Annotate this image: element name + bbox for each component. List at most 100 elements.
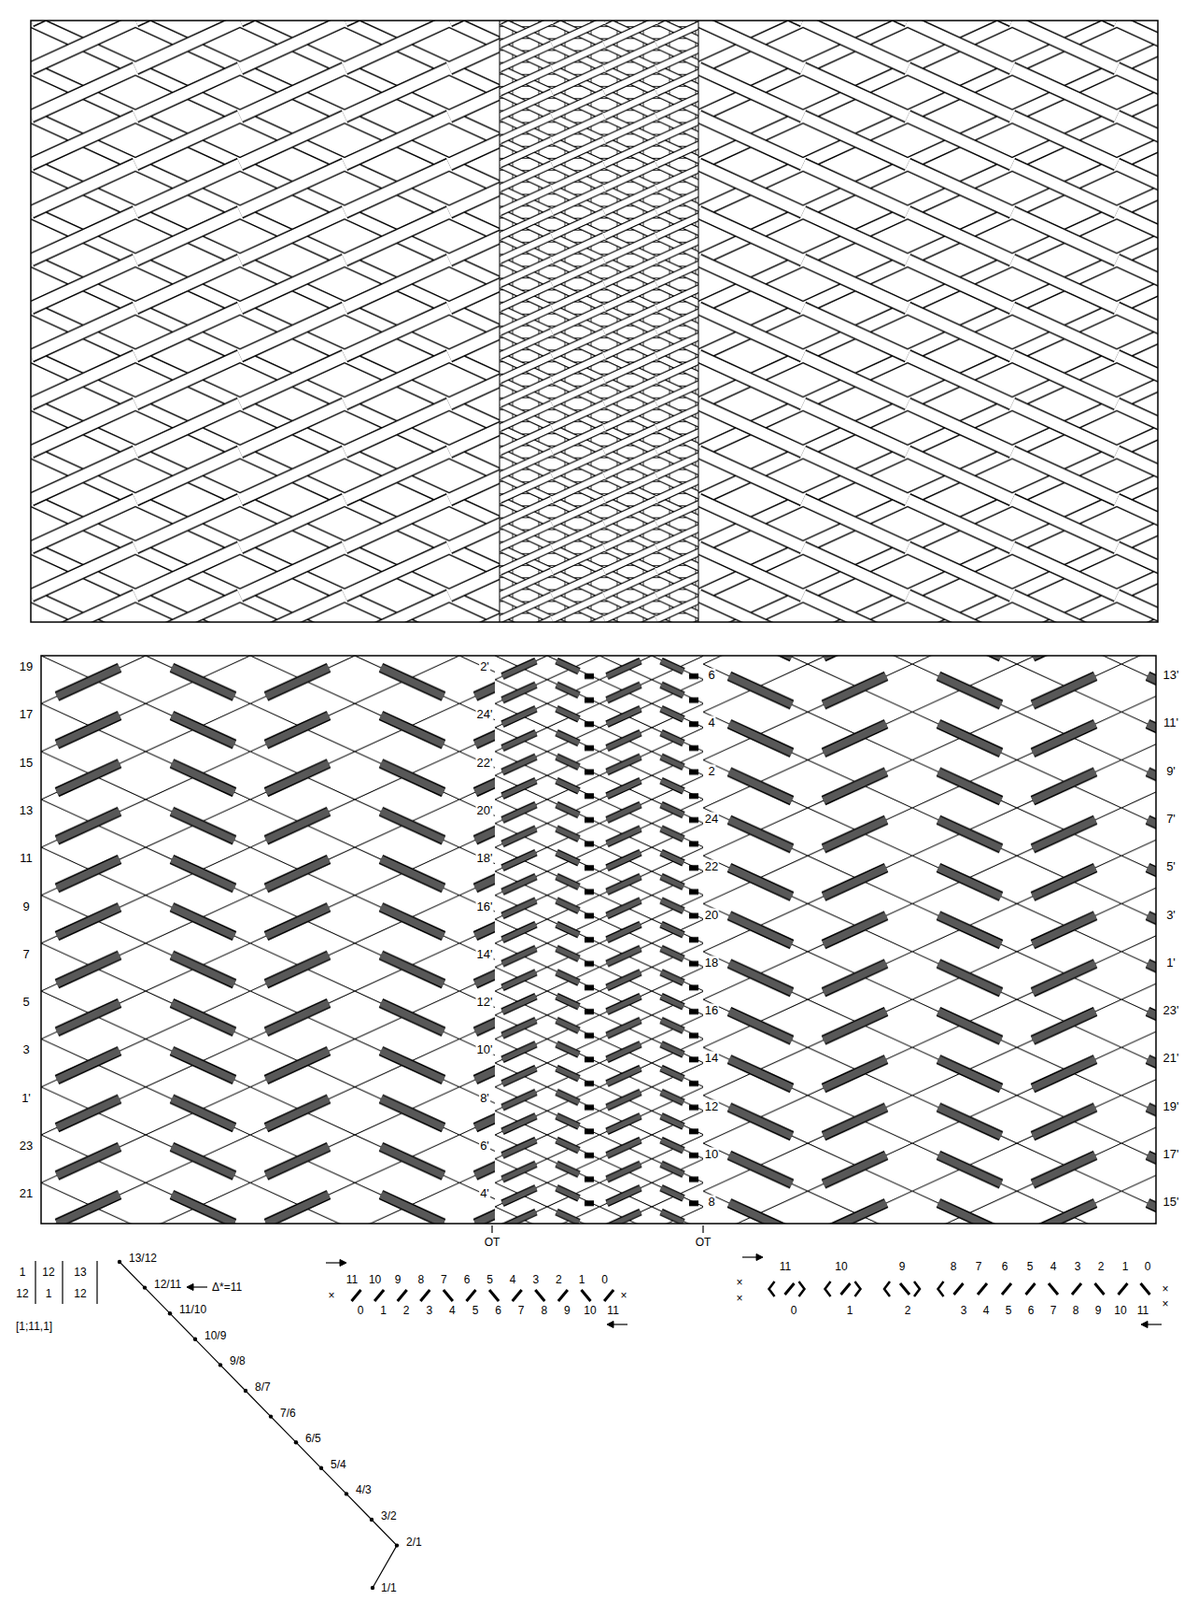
tick-mark	[492, 1225, 704, 1233]
strand-number: 13'	[1162, 668, 1181, 681]
strand-number: 2'	[479, 660, 491, 673]
ratio-dot	[168, 1310, 172, 1315]
interlace-mark	[1048, 1282, 1058, 1295]
ratio-line	[119, 1261, 397, 1588]
interlace-mark	[604, 1289, 614, 1301]
cross-mark: ×	[619, 1289, 628, 1301]
lattice-center	[494, 655, 704, 1224]
top-weave-panel	[30, 20, 1158, 622]
interlace-mark	[443, 1289, 453, 1301]
shed-number: 0	[600, 1273, 609, 1285]
strand-number: 8'	[479, 1090, 491, 1103]
strand-number: 13	[18, 803, 34, 816]
notation	[35, 1254, 1162, 1328]
fraction-cell: 12	[72, 1287, 87, 1299]
shed-number: 6	[463, 1273, 472, 1285]
strand-number: 17'	[1162, 1147, 1181, 1160]
shed-number: 8	[416, 1273, 425, 1285]
shed-number: 11	[1136, 1304, 1150, 1316]
strand-number: 9'	[1165, 763, 1177, 776]
strand-number: 11	[18, 851, 34, 864]
fraction-bar	[35, 1260, 98, 1304]
shed-number: 3	[959, 1304, 969, 1316]
strand-number: 4'	[479, 1186, 491, 1199]
bracket-mark	[799, 1281, 805, 1297]
ratio-dot	[268, 1413, 273, 1418]
axis-mark: OT	[694, 1236, 713, 1248]
axis-mark: OT	[483, 1236, 502, 1248]
ratio-dot	[218, 1362, 223, 1367]
interlace-mark	[489, 1289, 499, 1301]
strand-number: 3	[21, 1043, 30, 1056]
strand-number: 3'	[1165, 907, 1177, 920]
ratio-label: 7/6	[279, 1407, 297, 1419]
strand-number: 22	[704, 859, 719, 873]
strand-number: 8	[706, 1195, 716, 1208]
strand-number: 21	[18, 1186, 34, 1199]
interlace-mark	[1095, 1282, 1105, 1295]
strand-number: 24'	[476, 707, 494, 720]
shed-number: 10	[367, 1273, 382, 1285]
ratio-dot	[117, 1259, 122, 1264]
shed-number: 7	[517, 1304, 526, 1316]
ratio-label: 3/2	[380, 1509, 398, 1522]
strand-number: 12'	[476, 995, 494, 1008]
strand-number: 18	[704, 955, 719, 968]
shed-number: 9	[1094, 1304, 1103, 1316]
ratio-label: 13/12	[127, 1252, 158, 1264]
strand-number: 17	[18, 707, 34, 720]
fraction-cell: 1	[18, 1266, 28, 1278]
shed-number: 6	[1000, 1260, 1010, 1272]
shed-number: 8	[539, 1304, 549, 1316]
strand-number: 15	[18, 755, 34, 768]
shed-number: 2	[554, 1273, 564, 1285]
shed-number: 2	[402, 1304, 411, 1316]
ratio-label: 2/1	[405, 1536, 423, 1548]
shed-number: 0	[789, 1304, 799, 1316]
twill-center	[499, 20, 699, 622]
ratio-dot	[142, 1284, 147, 1289]
strand-number: 5'	[1165, 859, 1177, 873]
interlace-mark	[512, 1289, 522, 1301]
strand-number: 15'	[1162, 1195, 1181, 1208]
fraction-cell: 13	[72, 1266, 87, 1278]
shed-number: 2	[1097, 1260, 1106, 1272]
shed-number: 2	[903, 1304, 913, 1316]
ratio-label: 1/1	[380, 1581, 398, 1593]
ratio-label: 5/4	[329, 1458, 348, 1470]
shed-number: 4	[448, 1304, 457, 1316]
twill-right	[698, 20, 1158, 622]
interlace-mark	[900, 1282, 910, 1295]
strand-number: 16'	[476, 899, 494, 912]
strand-number: 23'	[1162, 1003, 1181, 1016]
strand-number: 19	[18, 660, 34, 673]
interlace-mark	[420, 1289, 430, 1301]
strand-number: 10	[704, 1147, 719, 1160]
ratio-dot	[193, 1337, 198, 1341]
strand-number: 14	[704, 1051, 719, 1064]
arrow-head	[1141, 1321, 1148, 1328]
shed-number: 3	[531, 1273, 540, 1285]
cross-mark: ×	[326, 1289, 336, 1301]
ratio-label: 12/11	[153, 1278, 183, 1290]
shed-number: 3	[424, 1304, 434, 1316]
ratio-label: 10/9	[203, 1329, 227, 1341]
panel-border	[41, 655, 1156, 1224]
cross-mark: ×	[734, 1276, 744, 1288]
strand-number: 1'	[1165, 955, 1177, 968]
strand-number: 6'	[479, 1139, 491, 1152]
shed-number: 1	[845, 1304, 855, 1316]
strand-number: 4	[706, 716, 716, 729]
arrow-head	[186, 1283, 194, 1291]
interlace-mark	[581, 1289, 592, 1301]
shed-number: 1	[577, 1273, 587, 1285]
interlace-mark	[1026, 1282, 1036, 1295]
ratio-dot	[243, 1388, 248, 1393]
shed-number: 0	[356, 1304, 366, 1316]
shed-number: 5	[1026, 1260, 1035, 1272]
shed-number: 9	[898, 1260, 907, 1272]
interlace-mark	[397, 1289, 408, 1301]
